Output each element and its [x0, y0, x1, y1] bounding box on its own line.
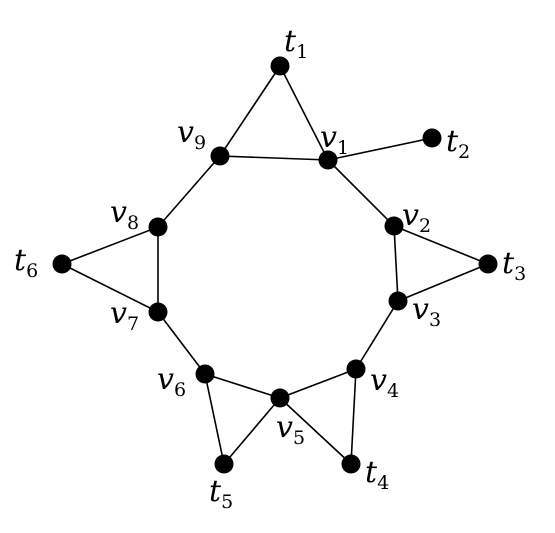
label-v2-subscript: 2	[419, 215, 431, 237]
edge-v2-t3	[393, 225, 489, 265]
node-v7	[148, 302, 168, 322]
node-t4	[341, 454, 361, 474]
node-v3	[388, 291, 408, 311]
label-v7-base: v	[110, 296, 127, 331]
edge-v6-v7	[157, 311, 206, 375]
edge-v2-v3	[393, 225, 399, 302]
label-v6-subscript: 6	[174, 379, 186, 401]
edge-t1-v1	[279, 65, 329, 161]
label-v8: v8	[110, 195, 139, 234]
label-t5: t5	[209, 474, 233, 513]
edge-v3-t3	[397, 263, 489, 302]
label-v3-subscript: 3	[429, 309, 441, 331]
label-t3: t3	[502, 246, 526, 285]
edge-v4-v5	[279, 368, 357, 399]
label-v7: v7	[110, 296, 139, 335]
edge-v5-v6	[204, 373, 281, 399]
label-t6-subscript: 6	[26, 260, 38, 282]
graph-nodes	[52, 56, 498, 474]
label-v8-subscript: 8	[127, 212, 139, 234]
edge-v8-t6	[61, 226, 159, 265]
label-v1-subscript: 1	[337, 137, 349, 159]
node-v9	[210, 146, 230, 166]
label-v3-base: v	[412, 292, 429, 327]
node-t1	[270, 56, 290, 76]
label-v8-base: v	[110, 195, 127, 230]
label-v2: v2	[402, 198, 431, 237]
label-v4: v4	[370, 363, 399, 402]
label-t4-base: t	[365, 455, 378, 490]
label-t5-subscript: 5	[221, 491, 233, 513]
label-t6-base: t	[14, 243, 27, 278]
label-v7-subscript: 7	[127, 313, 139, 335]
label-t4: t4	[365, 455, 389, 494]
node-v6	[195, 364, 215, 384]
label-t2-subscript: 2	[458, 141, 470, 163]
edge-v9-v1	[219, 155, 329, 161]
edge-v5-t5	[223, 397, 281, 465]
label-v9: v9	[177, 115, 206, 154]
label-v6-base: v	[157, 362, 174, 397]
edge-v7-t6	[61, 263, 159, 313]
node-v8	[148, 217, 168, 237]
label-v3: v3	[412, 292, 441, 331]
node-v4	[346, 359, 366, 379]
edge-v3-v4	[355, 300, 399, 370]
node-v1	[318, 150, 338, 170]
label-t5-base: t	[209, 474, 222, 509]
node-v5	[270, 388, 290, 408]
label-v6: v6	[157, 362, 186, 401]
edge-v1-t2	[327, 137, 433, 161]
label-t1-subscript: 1	[296, 41, 308, 63]
edge-v8-v9	[157, 155, 221, 228]
node-t2	[422, 128, 442, 148]
edge-v4-t4	[350, 368, 357, 465]
label-t2-base: t	[446, 124, 459, 159]
label-t3-subscript: 3	[514, 263, 526, 285]
edge-v1-v2	[327, 159, 395, 227]
label-t2: t2	[446, 124, 470, 163]
label-v5: v5	[276, 410, 305, 449]
node-t3	[478, 254, 498, 274]
label-t1: t1	[284, 24, 308, 63]
node-t5	[214, 454, 234, 474]
label-v4-base: v	[370, 363, 387, 398]
label-v1-base: v	[320, 120, 337, 155]
node-t6	[52, 254, 72, 274]
label-v5-base: v	[276, 410, 293, 445]
label-v1: v1	[320, 120, 349, 159]
edge-v6-t5	[204, 373, 225, 465]
label-t1-base: t	[284, 24, 297, 59]
edge-v5-t4	[279, 397, 352, 465]
edge-t1-v9	[219, 65, 281, 157]
label-v9-base: v	[177, 115, 194, 150]
label-t6: t6	[14, 243, 38, 282]
graph-edges	[61, 65, 489, 465]
label-t4-subscript: 4	[377, 472, 389, 494]
label-v5-subscript: 5	[293, 427, 305, 449]
label-v2-base: v	[402, 198, 419, 233]
label-v9-subscript: 9	[194, 132, 206, 154]
node-v2	[384, 216, 404, 236]
label-v4-subscript: 4	[387, 380, 399, 402]
label-t3-base: t	[502, 246, 515, 281]
